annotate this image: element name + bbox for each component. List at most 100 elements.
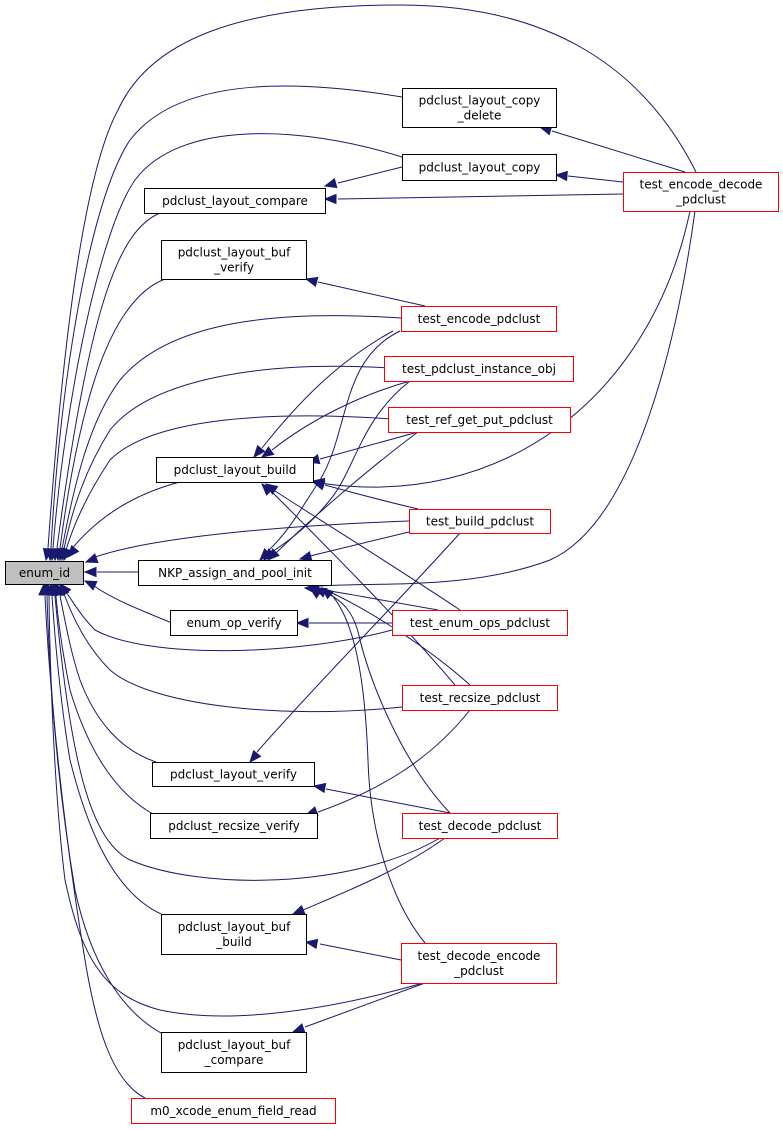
node-test-decode-pdclust[interactable]: test_decode_pdclust <box>402 813 558 839</box>
node-box[interactable] <box>152 762 315 787</box>
node-nkp-assign-and-pool-init[interactable]: NKP_assign_and_pool_init <box>138 560 332 586</box>
node-label: pdclust_layout_buf <box>178 246 291 260</box>
node-box[interactable] <box>150 813 318 839</box>
node-test-ref-get-put-pdclust[interactable]: test_ref_get_put_pdclust <box>388 407 571 433</box>
node-box[interactable] <box>388 407 571 433</box>
node-box[interactable] <box>402 88 557 128</box>
edge-line <box>65 591 393 652</box>
node-pdclust-layout-verify[interactable]: pdclust_layout_verify <box>152 762 315 787</box>
node-box[interactable] <box>161 914 307 955</box>
node-enum-op-verify[interactable]: enum_op_verify <box>170 610 298 636</box>
edge-line <box>324 589 471 686</box>
node-test-pdclust-instance-obj[interactable]: test_pdclust_instance_obj <box>384 356 574 382</box>
node-box[interactable] <box>161 240 307 280</box>
node-pdclust-layout-buf-build[interactable]: pdclust_layout_buf_build <box>161 914 307 955</box>
edge-enum_op_verify-to-enum_id <box>83 580 173 624</box>
edge-line <box>44 595 146 1099</box>
arrowhead-icon <box>83 566 97 578</box>
edge-line <box>55 595 154 815</box>
node-test-encode-pdclust[interactable]: test_encode_pdclust <box>401 306 557 332</box>
node-test-build-pdclust[interactable]: test_build_pdclust <box>409 509 551 534</box>
edge-line <box>274 490 461 611</box>
edge-test_decode_encode_pdclust-to-pdclust_layout_buf_build <box>304 938 402 961</box>
node-test-decode-encode-pdclust[interactable]: test_decode_encode_pdclust <box>401 943 557 984</box>
node-box[interactable] <box>401 306 557 332</box>
node-enum-id[interactable]: enum_id <box>5 561 84 585</box>
node-label: _pdclust <box>675 193 726 207</box>
edge-line <box>52 133 403 549</box>
edge-pdclust_layout_buf_build-to-enum_id <box>46 582 162 915</box>
edge-pdclust_layout_buf_compare-to-enum_id <box>40 582 162 1034</box>
node-box[interactable] <box>384 356 574 382</box>
edge-line <box>48 595 424 1017</box>
edge-line <box>65 415 393 551</box>
node-box[interactable] <box>5 561 84 585</box>
node-label: _verify <box>213 261 254 275</box>
edge-NKP_assign_and_pool_init-to-enum_id <box>83 566 138 578</box>
arrowhead-icon <box>84 553 99 563</box>
node-box[interactable] <box>402 813 558 839</box>
node-test-recsize-pdclust[interactable]: test_recsize_pdclust <box>402 685 558 711</box>
node-pdclust-layout-copy[interactable]: pdclust_layout_copy <box>402 154 557 181</box>
edge-line <box>51 595 162 915</box>
edge-line <box>551 130 686 173</box>
edge-test_encode_decode_pdclust-to-pdclust_layout_build <box>311 210 691 489</box>
node-label: pdclust_layout_copy <box>419 161 541 175</box>
node-box[interactable] <box>161 1032 307 1073</box>
node-label: test_build_pdclust <box>426 515 535 529</box>
arrowhead-icon <box>83 580 98 591</box>
edge-test_recsize_pdclust-to-pdclust_layout_build <box>261 483 456 686</box>
edge-line <box>319 943 402 961</box>
node-pdclust-layout-copy-delete[interactable]: pdclust_layout_copy_delete <box>402 88 557 128</box>
node-pdclust-layout-buf-compare[interactable]: pdclust_layout_buf_compare <box>161 1032 307 1073</box>
node-box[interactable] <box>401 943 557 984</box>
edge-line <box>275 431 419 554</box>
node-box[interactable] <box>409 509 551 534</box>
arrowhead-icon <box>308 587 323 599</box>
edge-test_build_pdclust-to-NKP_assign_and_pool_init <box>298 531 410 562</box>
edge-pdclust_layout_copy-to-pdclust_layout_compare <box>323 166 403 189</box>
edge-line <box>63 593 403 713</box>
arrowhead-icon <box>253 444 266 459</box>
arrowhead-icon <box>554 170 568 182</box>
arrowhead-icon <box>323 177 338 189</box>
edge-test_ref_get_put_pdclust-to-enum_id <box>63 415 393 562</box>
edge-test_encode_decode_pdclust-to-NKP_assign_and_pool_init <box>306 210 696 593</box>
edge-test_recsize_pdclust-to-NKP_assign_and_pool_init <box>313 587 471 686</box>
edge-line <box>337 166 403 184</box>
edge-test_encode_pdclust-to-pdclust_layout_buf_verify <box>304 276 426 307</box>
arrowhead-icon <box>323 193 337 205</box>
node-box[interactable] <box>138 560 332 586</box>
node-box[interactable] <box>156 457 314 483</box>
edge-line <box>324 484 419 510</box>
node-box[interactable] <box>402 154 557 181</box>
node-pdclust-layout-buf-verify[interactable]: pdclust_layout_buf_verify <box>161 240 307 280</box>
node-box[interactable] <box>392 610 568 636</box>
edge-line <box>92 584 173 624</box>
node-label: test_ref_get_put_pdclust <box>406 413 553 427</box>
node-box[interactable] <box>623 172 779 212</box>
node-test-enum-ops-pdclust[interactable]: test_enum_ops_pdclust <box>392 610 568 636</box>
edge-line <box>317 709 471 813</box>
edge-line <box>302 837 446 911</box>
node-box[interactable] <box>131 1098 336 1124</box>
edge-line <box>319 210 696 587</box>
edge-test_encode_decode_pdclust-to-pdclust_layout_copy <box>554 170 624 183</box>
node-box[interactable] <box>170 610 298 636</box>
edge-line <box>261 330 394 449</box>
arrowhead-icon <box>260 446 275 458</box>
edge-test_build_pdclust-to-pdclust_layout_verify <box>249 532 461 764</box>
node-box[interactable] <box>144 188 326 214</box>
edge-test_encode_decode_pdclust-to-enum_id <box>42 4 697 562</box>
node-test-encode-decode-pdclust[interactable]: test_encode_decode_pdclust <box>623 172 779 212</box>
node-pdclust-layout-build[interactable]: pdclust_layout_build <box>156 457 314 483</box>
node-label: NKP_assign_and_pool_init <box>158 566 312 580</box>
node-label: _build <box>215 935 252 949</box>
node-pdclust-layout-compare[interactable]: pdclust_layout_compare <box>144 188 326 214</box>
arrowhead-icon <box>304 276 319 288</box>
node-pdclust-recsize-verify[interactable]: pdclust_recsize_verify <box>150 813 318 839</box>
node-m0-xcode-enum-field-read[interactable]: m0_xcode_enum_field_read <box>131 1098 336 1124</box>
node-box[interactable] <box>402 685 558 711</box>
edges-layer <box>38 4 697 1099</box>
edge-pdclust_recsize_verify-to-enum_id <box>51 582 154 815</box>
